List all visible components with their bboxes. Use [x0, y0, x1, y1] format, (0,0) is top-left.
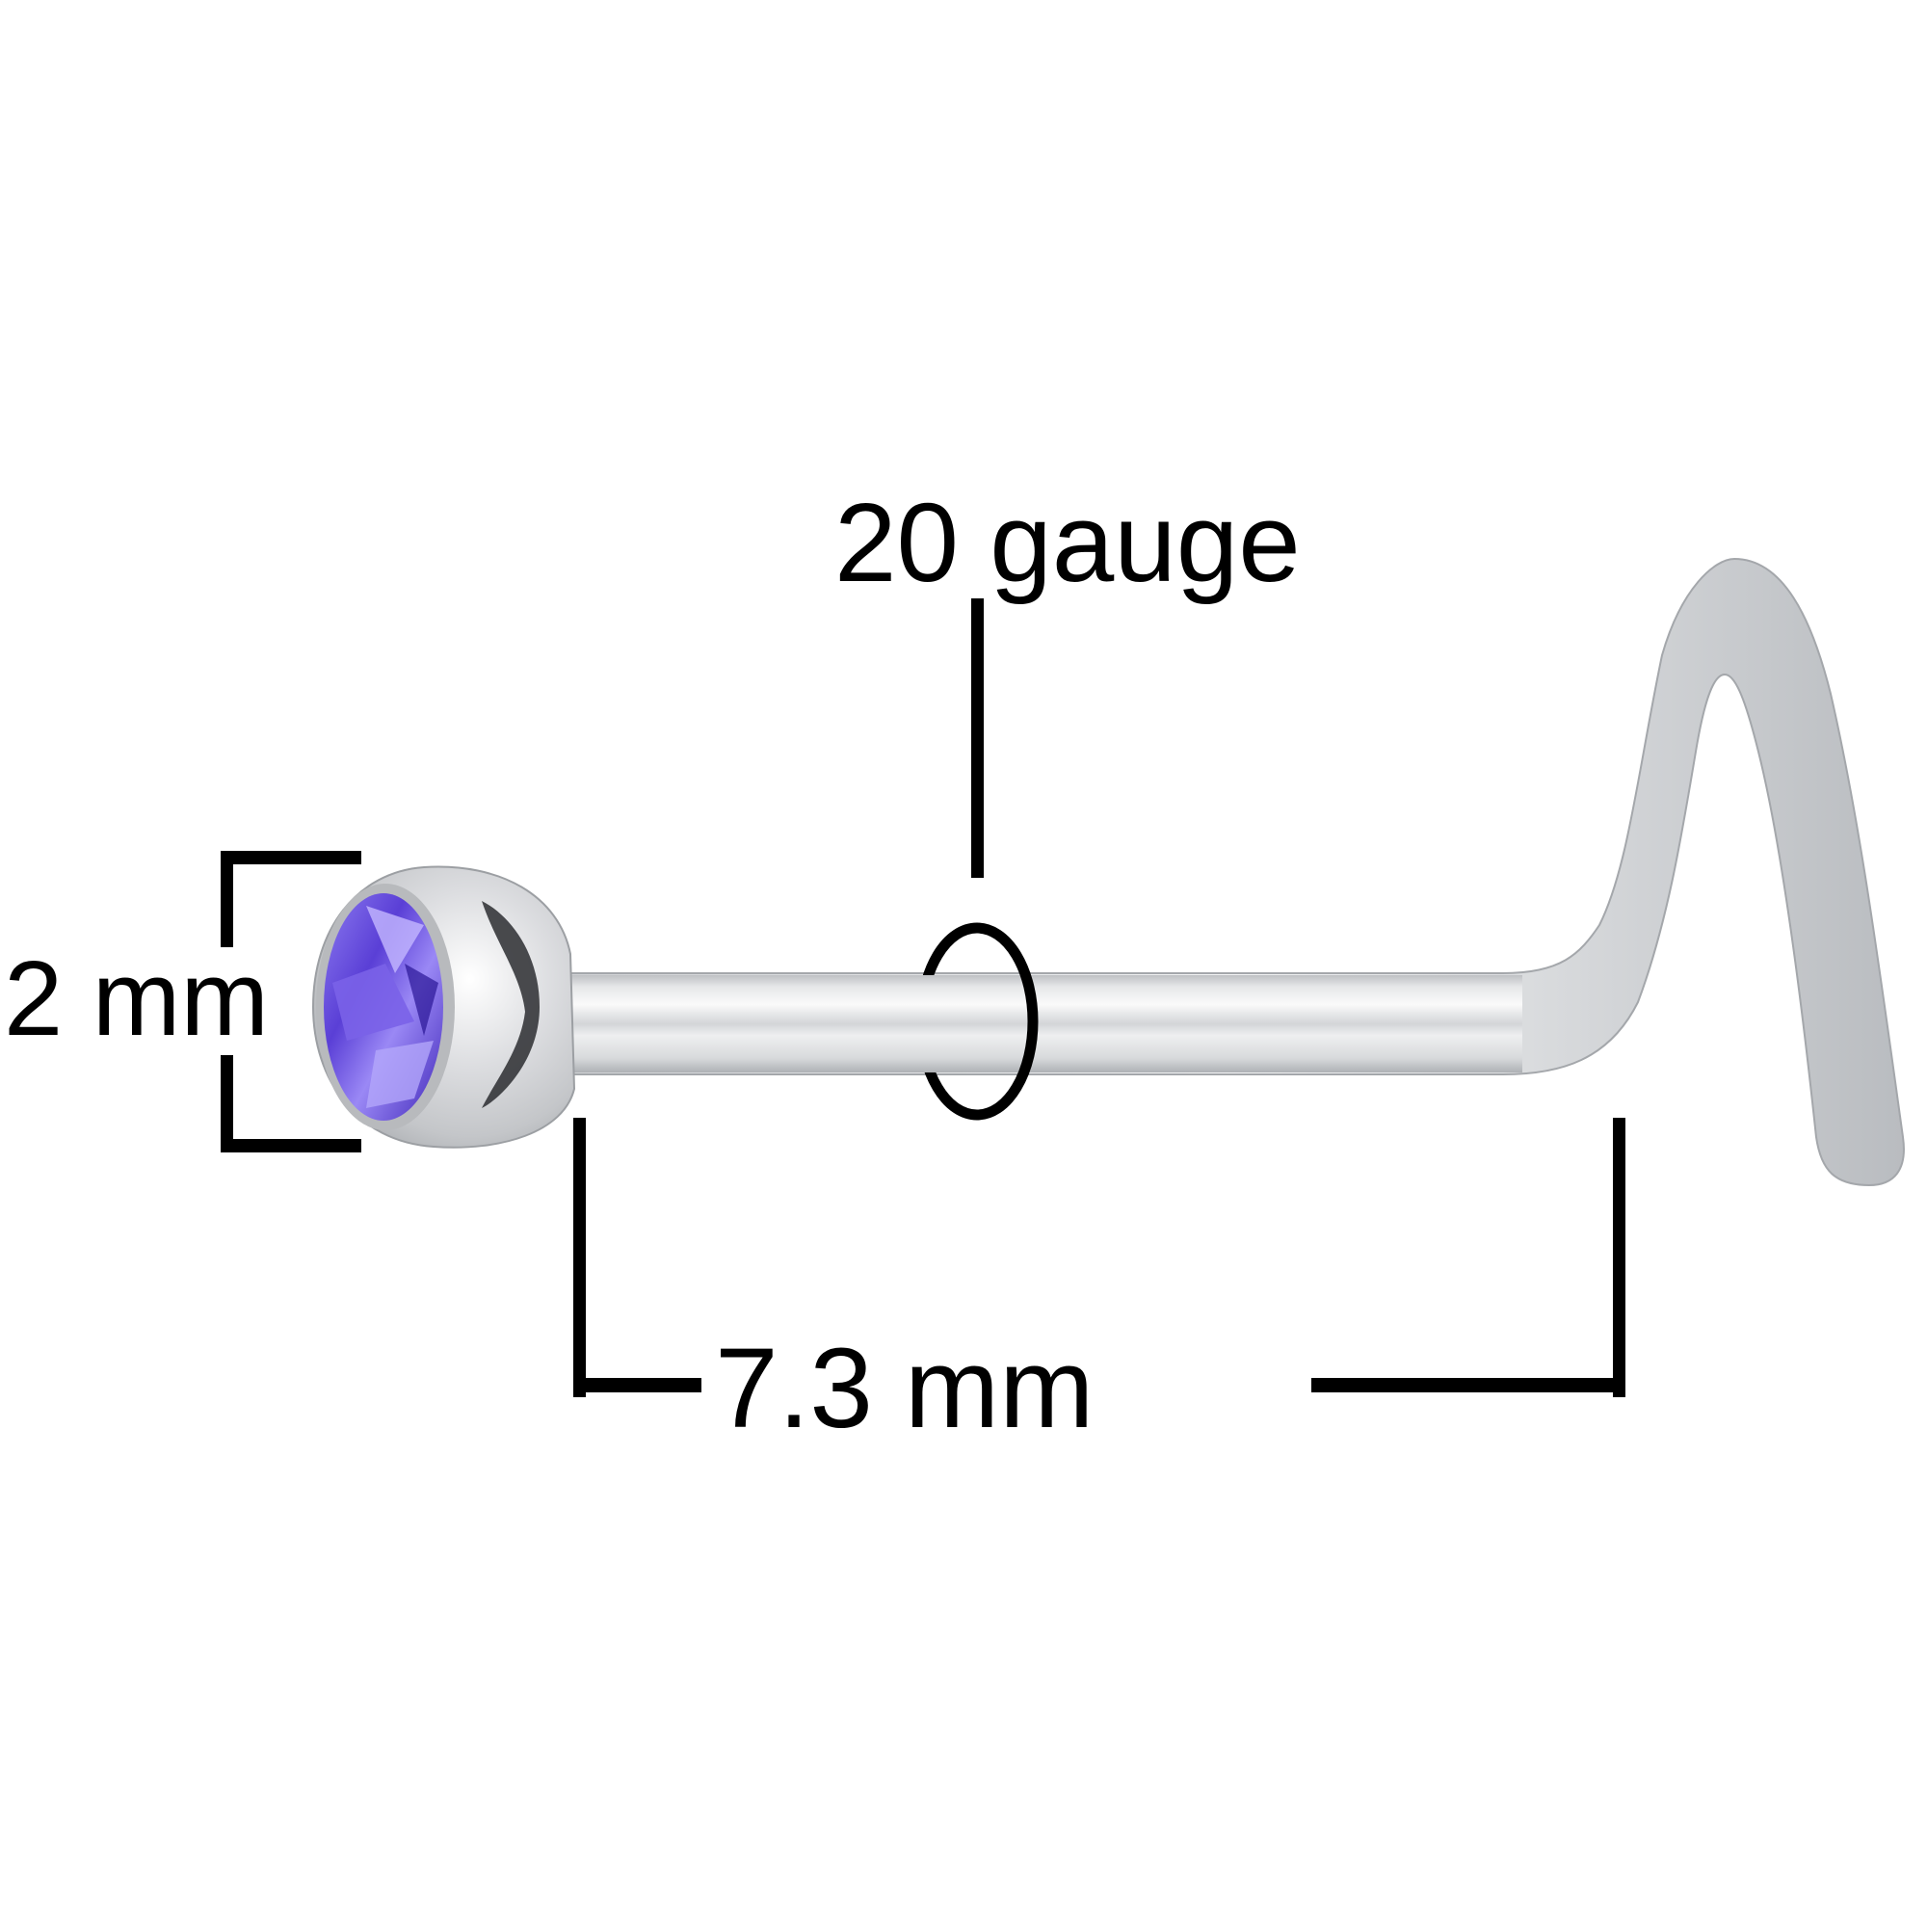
gauge-indicator	[896, 598, 1039, 1121]
head-diameter-bracket	[221, 851, 361, 1152]
head-diameter-label: 2 mm	[4, 940, 269, 1058]
stud-post	[558, 557, 1905, 1187]
length-label: 7.3 mm	[701, 1332, 1108, 1445]
gauge-label: 20 gauge	[834, 480, 1301, 605]
gem-bezel-head	[311, 865, 576, 1149]
length-bracket	[573, 1118, 1625, 1397]
